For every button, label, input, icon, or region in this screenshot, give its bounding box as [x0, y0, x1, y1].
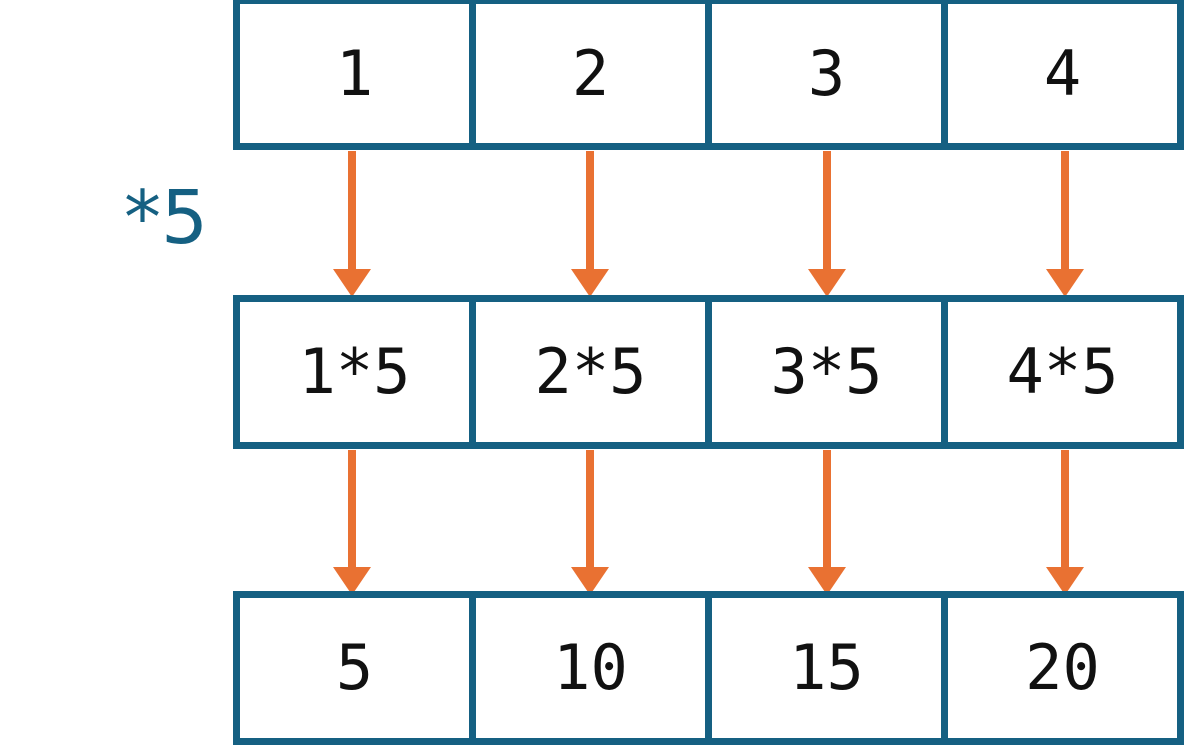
arrow-head	[1046, 269, 1084, 297]
output-cell: 20	[948, 591, 1184, 745]
input-cell: 1	[233, 0, 476, 150]
arrow-head	[333, 269, 371, 297]
arrow-stem	[1061, 151, 1069, 271]
input-row: 1 2 3 4	[233, 0, 1184, 150]
operation-label: *5	[124, 175, 209, 261]
arrow-stem	[586, 450, 594, 569]
arrow-stem	[586, 151, 594, 271]
operation-cell: 3*5	[712, 295, 948, 449]
arrow-down-icon	[1046, 151, 1084, 297]
arrow-stem	[348, 450, 356, 569]
operation-cell: 2*5	[476, 295, 712, 449]
operation-row: 1*5 2*5 3*5 4*5	[233, 295, 1184, 449]
arrow-stem	[823, 151, 831, 271]
arrow-down-icon	[808, 151, 846, 297]
arrow-down-icon	[571, 151, 609, 297]
arrow-down-icon	[571, 450, 609, 595]
arrow-head	[1046, 567, 1084, 595]
arrow-stem	[823, 450, 831, 569]
arrow-head	[808, 269, 846, 297]
input-cell: 4	[948, 0, 1184, 150]
arrow-stem	[1061, 450, 1069, 569]
output-row: 5 10 15 20	[233, 591, 1184, 745]
input-cell: 2	[476, 0, 712, 150]
arrow-down-icon	[808, 450, 846, 595]
operation-cell: 4*5	[948, 295, 1184, 449]
input-cell: 3	[712, 0, 948, 150]
arrow-head	[333, 567, 371, 595]
arrow-stem	[348, 151, 356, 271]
arrow-down-icon	[333, 450, 371, 595]
operation-cell: 1*5	[233, 295, 476, 449]
arrow-head	[808, 567, 846, 595]
output-cell: 10	[476, 591, 712, 745]
output-cell: 5	[233, 591, 476, 745]
arrow-down-icon	[333, 151, 371, 297]
arrow-head	[571, 567, 609, 595]
arrow-down-icon	[1046, 450, 1084, 595]
arrow-head	[571, 269, 609, 297]
output-cell: 15	[712, 591, 948, 745]
